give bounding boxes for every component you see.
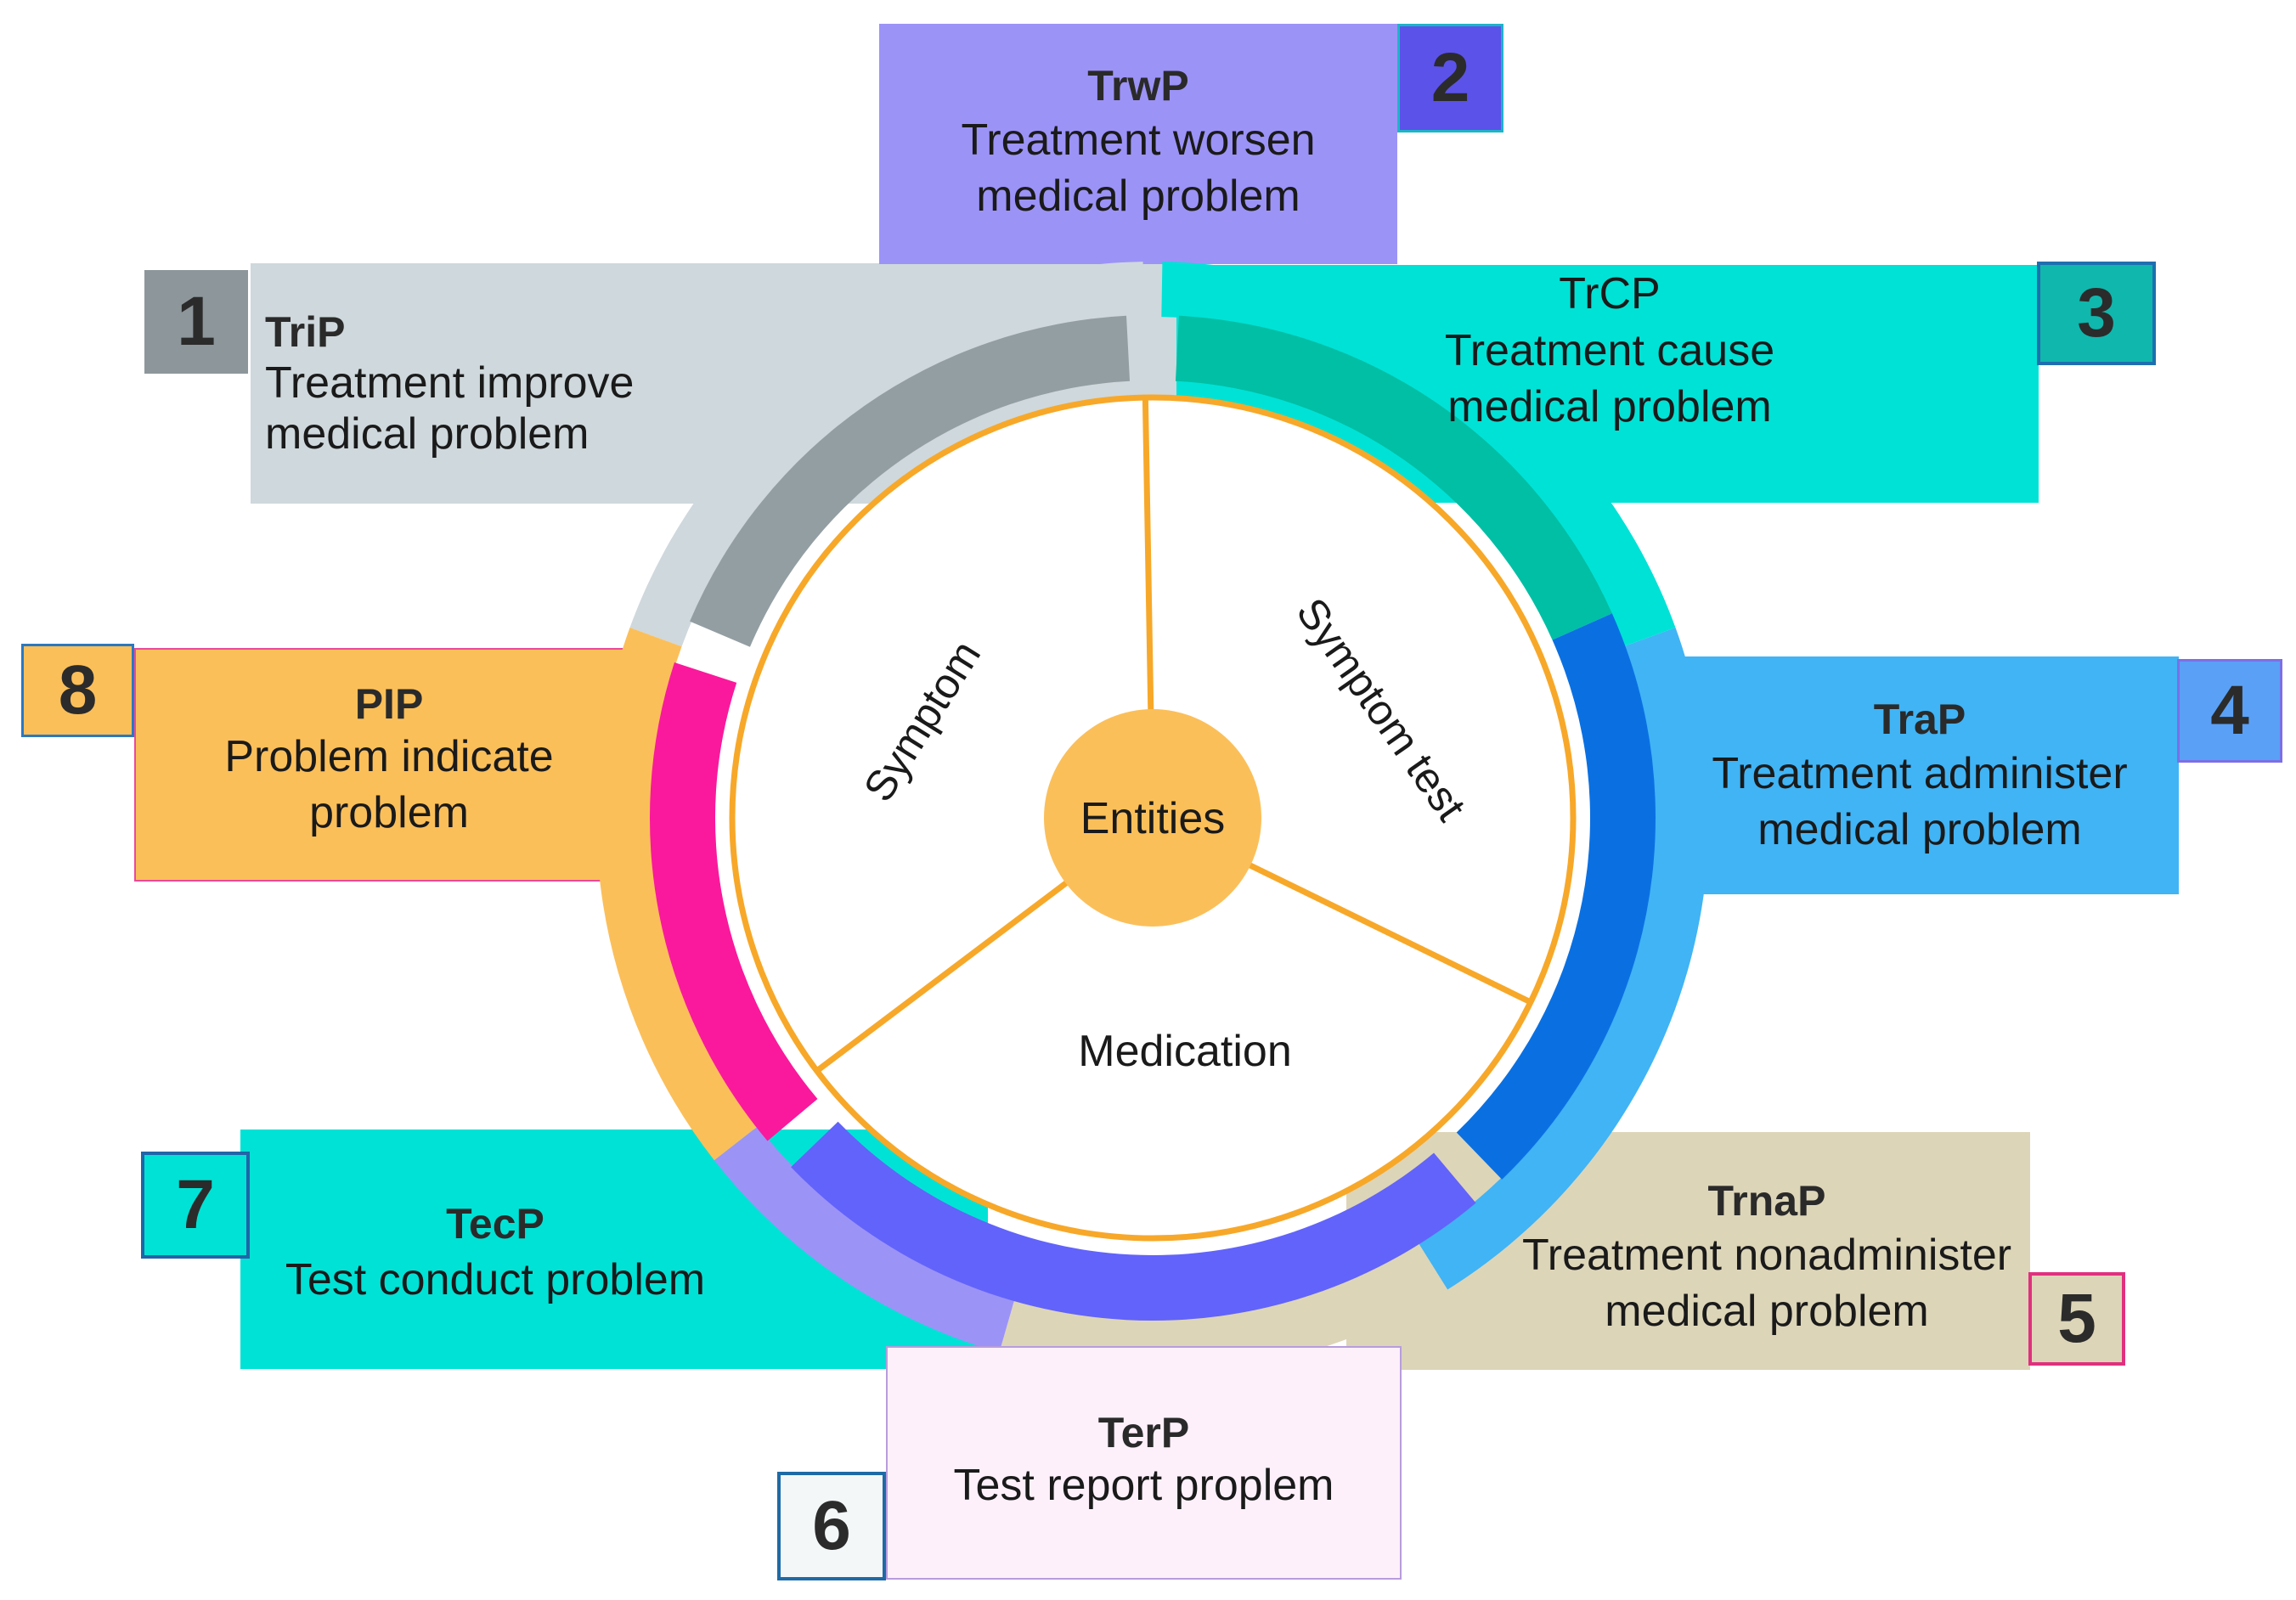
relation-6-description-line1: Test report proplem xyxy=(953,1461,1334,1510)
badge-7: 7 xyxy=(141,1152,250,1259)
relation-1-label: TriP Treatment improve medical problem xyxy=(265,306,741,460)
ring-outer-segment-5 xyxy=(999,1242,1448,1374)
relation-4-panel xyxy=(1639,656,2179,894)
ring-inner-segment-1 xyxy=(690,315,1131,647)
sector-divider-2 xyxy=(1243,859,1532,1006)
ring-outer-segment-8 xyxy=(595,627,759,1161)
center-label: Entities xyxy=(1080,794,1226,843)
badge-3: 3 xyxy=(2037,262,2156,365)
sector-label-medication: Medication xyxy=(1078,1027,1291,1076)
ring-outer-segment-3 xyxy=(1161,262,1676,647)
relation-5-description-line2: medical problem xyxy=(1605,1287,1929,1336)
ring-inner-segment-8 xyxy=(650,662,818,1141)
relation-2-description-line2: medical problem xyxy=(976,172,1300,221)
relation-4-description-line2: medical problem xyxy=(1757,805,2082,854)
relation-7-description-line1: Test conduct problem xyxy=(285,1255,706,1304)
relation-4-label: TraP Treatment administer medical proble… xyxy=(1639,693,2200,858)
ring-inner-segment-4 xyxy=(1456,613,1656,1180)
badge-6: 6 xyxy=(777,1472,886,1580)
relation-6-code: TerP xyxy=(1097,1409,1190,1456)
ring-inner-segment-6 xyxy=(791,1121,1476,1321)
badge-5: 5 xyxy=(2028,1272,2125,1366)
relation-8-code: PIP xyxy=(354,680,424,728)
relation-7-code: TecP xyxy=(446,1200,544,1248)
badge-1: 1 xyxy=(144,270,248,374)
badge-8: 8 xyxy=(21,644,134,737)
relation-4-description-line1: Treatment administer xyxy=(1712,749,2128,798)
relation-2-label: TrwP Treatment worsen medical problem xyxy=(879,59,1397,224)
relation-1-description-line2: medical problem xyxy=(265,409,590,459)
relation-8-description-line1: Problem indicate xyxy=(224,732,554,781)
ring-inner-segment-3 xyxy=(1175,315,1612,640)
relation-6-panel xyxy=(886,1346,1402,1580)
relation-5-description-line1: Treatment nonadminister xyxy=(1521,1231,2012,1280)
relation-3-code: TrCP xyxy=(1559,269,1661,318)
ring-outer-segment-2 xyxy=(714,1126,1015,1353)
relation-2-panel xyxy=(879,24,1397,264)
relation-5-label: TrnaP Treatment nonadminister medical pr… xyxy=(1478,1175,2056,1339)
relation-5-code: TrnaP xyxy=(1707,1177,1826,1225)
relation-7-label: TecP Test conduct problem xyxy=(240,1196,750,1308)
center-node xyxy=(1044,709,1261,927)
ring-outer-segment-1 xyxy=(629,262,1144,647)
badge-2: 2 xyxy=(1397,24,1503,132)
relation-8-description-line2: problem xyxy=(309,788,469,837)
relation-3-description-line2: medical problem xyxy=(1447,382,1772,431)
relation-3-label: TrCP Treatment cause medical problem xyxy=(1359,265,1860,435)
badge-4: 4 xyxy=(2177,659,2282,763)
relation-1-code: TriP xyxy=(265,308,346,356)
relation-8-panel xyxy=(134,648,675,882)
relation-8-label: PIP Problem indicate problem xyxy=(134,679,644,841)
relation-2-code: TrwP xyxy=(1087,62,1189,110)
relation-2-description-line1: Treatment worsen xyxy=(961,115,1316,165)
relation-4-code: TraP xyxy=(1873,696,1966,743)
relation-6-label: TerP Test report proplem xyxy=(886,1408,1402,1513)
relation-3-description-line1: Treatment cause xyxy=(1444,326,1775,375)
sector-divider-3 xyxy=(815,876,1074,1073)
sector-divider-1 xyxy=(1142,397,1154,717)
relation-1-description-line1: Treatment improve xyxy=(265,358,635,408)
